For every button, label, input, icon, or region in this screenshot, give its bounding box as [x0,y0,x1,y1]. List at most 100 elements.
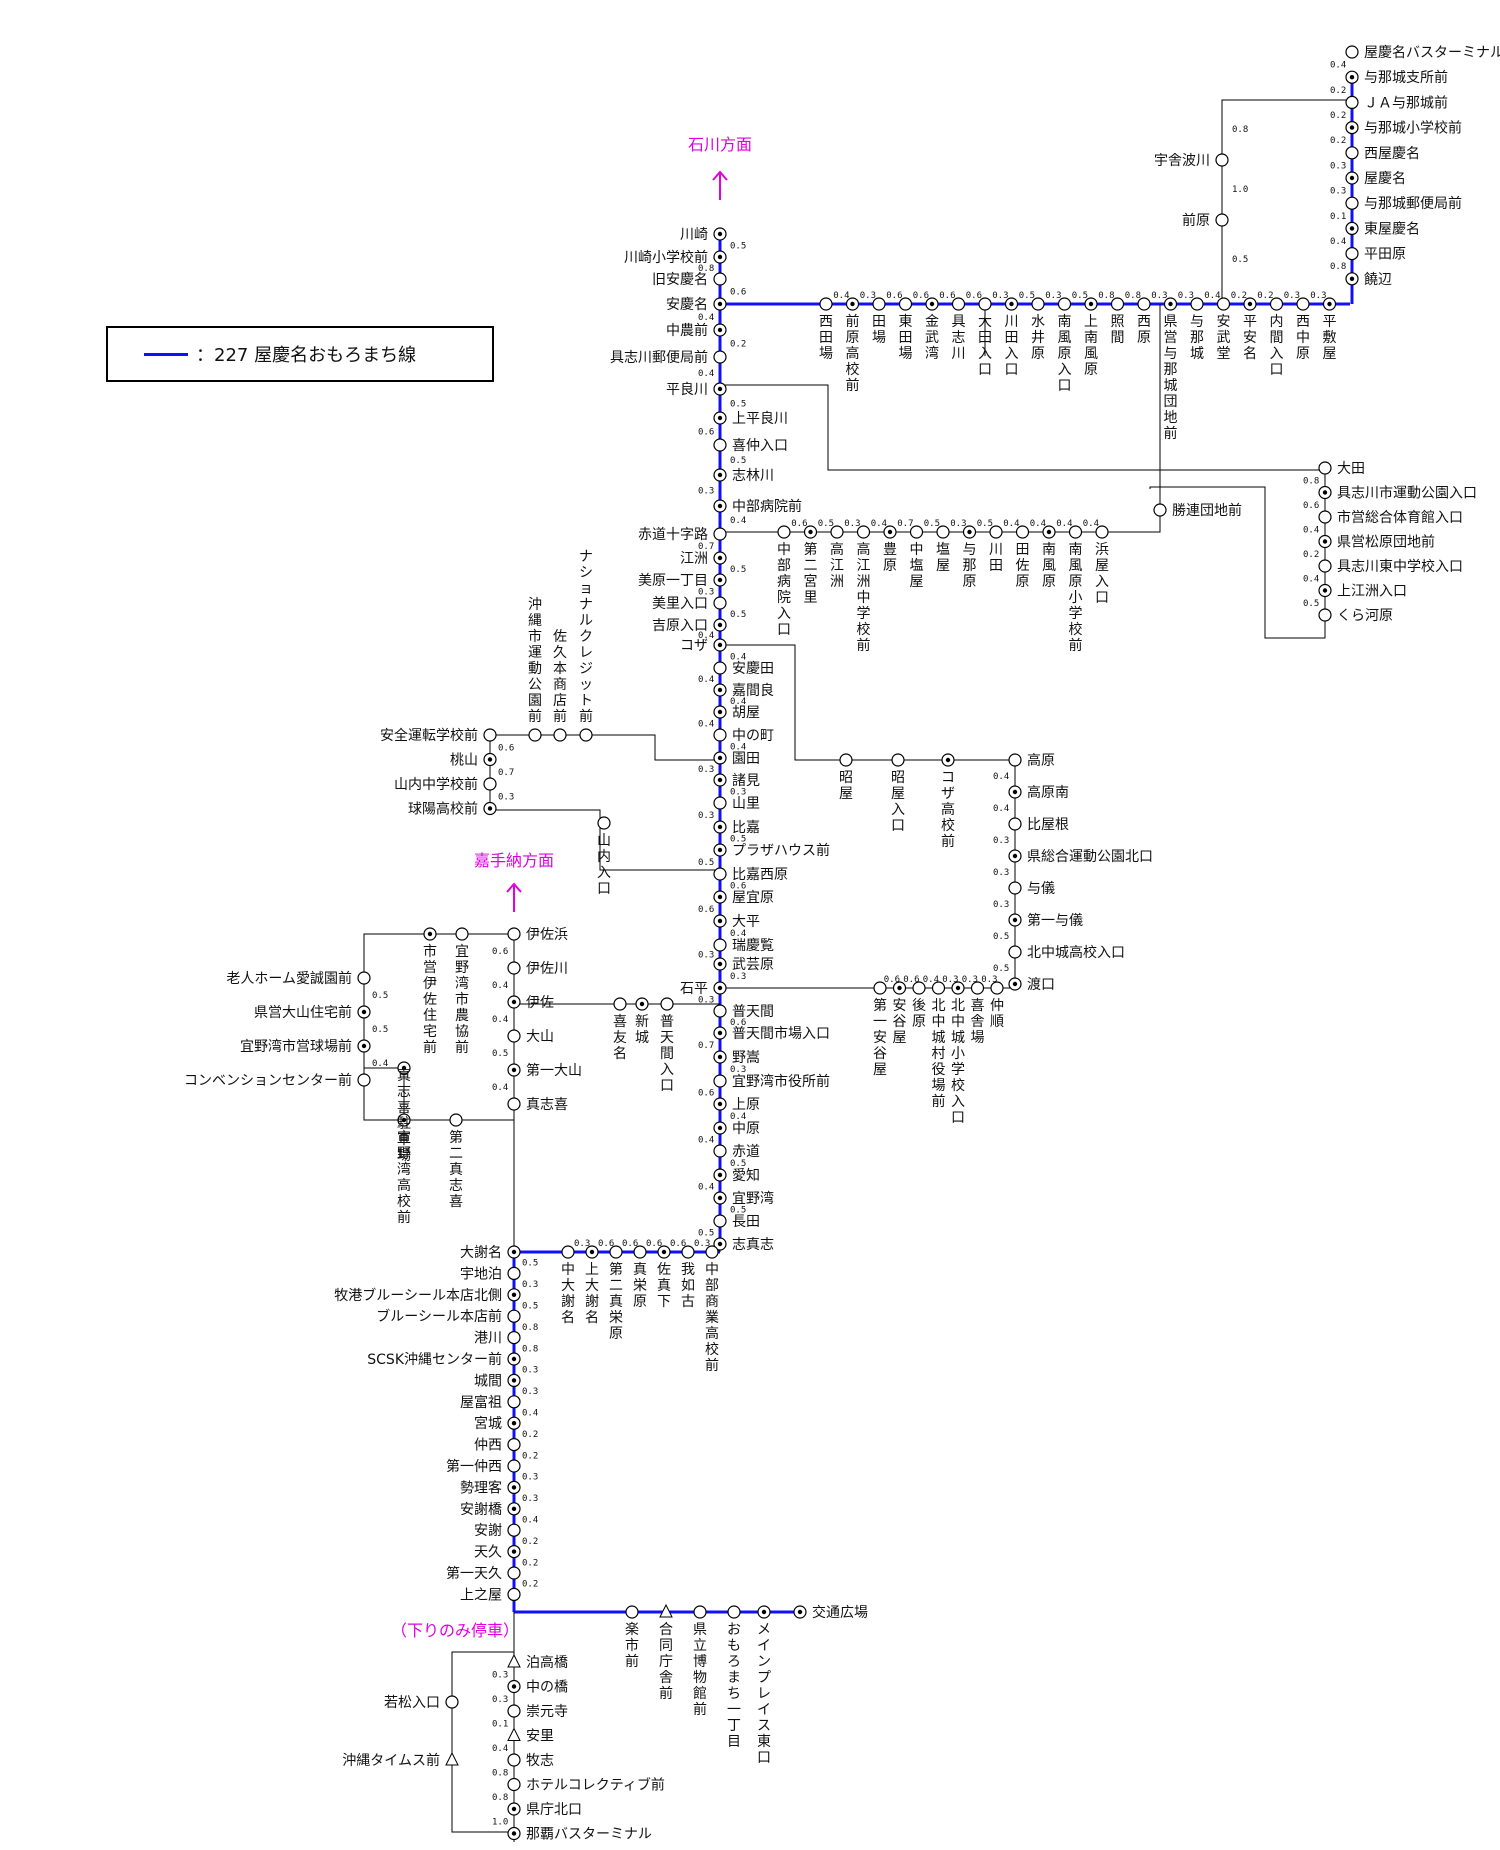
distance-label: 0.5 [1232,255,1248,265]
stop-label: 県庁北口 [526,1802,582,1818]
distance-label: 1.0 [1232,185,1248,195]
stop-circle-icon [713,1097,727,1111]
stop-circle-icon [1004,297,1019,311]
stop-circle-icon [713,527,727,541]
distance-label: 0.4 [522,1409,538,1419]
stop-circle-icon [856,525,871,539]
distance-label: 0.4 [698,1183,714,1193]
stop-circle-icon [777,525,791,539]
stop-label: 中農前 [666,322,708,339]
distance-label: 0.8 [1125,291,1141,301]
stop-label: 県立博物館前 [693,1622,707,1718]
stop-circle-icon [357,1073,371,1087]
distance-label: 0.4 [698,369,714,379]
stop-label: 楽市前 [625,1622,639,1670]
stop-label: 普天間入口 [660,1014,674,1094]
distance-label: 0.4 [492,1083,508,1093]
stop-circle-icon [705,1245,719,1259]
stop-label: 屋宜原 [732,890,774,906]
stop-circle-icon [445,1695,459,1709]
stop-label: 西屋慶名 [1364,146,1420,162]
stop-label: 安谷屋 [893,998,907,1046]
stop-label: 饒辺 [1364,271,1392,288]
stop-circle-icon [793,1605,807,1619]
stop-label: 牧志 [526,1753,554,1769]
stop-circle-icon [507,1523,521,1537]
stop-label: 県営大山住宅前 [254,1004,352,1021]
distance-label: 0.5 [730,1159,746,1169]
stop-circle-icon [507,1288,521,1302]
distance-label: 0.3 [498,792,514,802]
distance-label: 0.3 [844,519,860,529]
stop-label: 安里 [526,1729,554,1745]
stop-label: 田場 [872,314,886,346]
stop-label: 沖縄市運動公園前 [528,597,542,725]
stop-circle-icon [585,1245,599,1259]
stop-circle-icon [757,1605,771,1619]
stop-circle-icon [713,1144,727,1158]
distance-label: 0.6 [646,1239,662,1249]
stop-circle-icon [872,297,886,311]
stop-label: 金武湾 [925,314,939,362]
stop-label: 中部商業高校前 [705,1262,719,1374]
stop-circle-icon [713,796,727,810]
stop-circle-icon [1015,525,1030,539]
stop-label: 第一安谷屋 [873,997,887,1078]
distance-label: 0.3 [993,868,1009,878]
distance-label: 0.4 [492,981,508,991]
distance-label: 0.5 [730,242,746,252]
stop-circle-icon [713,227,727,241]
stop-circle-icon [713,981,727,995]
stop-circle-icon [1318,608,1332,622]
stop-label: 赤道 [732,1144,760,1160]
stop-label: 志真志 [732,1237,774,1253]
distance-label: 0.8 [492,1768,508,1778]
stop-circle-icon [597,816,611,830]
stop-circle-icon [909,525,924,539]
stop-circle-icon [1031,297,1045,311]
stop-circle-icon [357,971,371,985]
stop-circle-icon [1345,247,1359,261]
stop-label: 南風原小学校前 [1069,542,1083,654]
stop-label: 上南風原 [1084,314,1098,378]
stop-circle-icon [713,773,727,787]
stop-circle-icon [727,1605,741,1619]
stop-circle-icon [873,981,887,995]
stop-circle-icon [507,1480,521,1495]
distance-label: 0.4 [730,653,746,663]
stop-label: 江洲 [680,551,708,567]
stop-circle-icon [941,753,955,767]
stop-triangle-icon [507,1727,521,1741]
stop-circle-icon [713,661,727,675]
stop-label: 山内中学校前 [394,776,478,793]
stop-label: 屋慶名バスターミナル [1364,45,1500,61]
loop-ota [720,384,1326,639]
stop-label: 仲西 [474,1438,502,1454]
stop-circle-icon [1318,583,1332,598]
stop-label: 新城 [635,1014,649,1046]
stop-circle-icon [507,1097,521,1111]
stop-circle-icon [1057,297,1072,311]
stop-circle-icon [892,981,907,995]
stop-label: 具志川市運動公園入口 [1337,485,1477,502]
distance-label: 0.3 [981,975,997,985]
stop-circle-icon [713,573,727,587]
stop-circle-icon [713,1191,727,1205]
stop-label: 愛知 [732,1167,760,1184]
distance-label: 0.4 [372,1059,388,1069]
stop-label: 中原 [732,1121,760,1137]
distance-label: 0.8 [522,1323,538,1333]
stop-circle-icon [1084,297,1098,311]
stop-label: 安全運転学校前 [380,727,478,744]
stop-label: 美里入口 [652,596,708,612]
stop-circle-icon [579,728,593,742]
stop-circle-icon [713,914,727,928]
stop-circle-icon [483,752,497,767]
distance-label: 0.2 [1257,291,1273,301]
stop-circle-icon [898,297,913,311]
distance-label: 0.3 [1330,187,1346,197]
distance-label: 0.4 [698,1136,714,1146]
stop-label: 市営総合体育館入口 [1337,509,1463,526]
stop-label: 上原 [732,1097,760,1113]
distance-label: 0.5 [730,456,746,466]
